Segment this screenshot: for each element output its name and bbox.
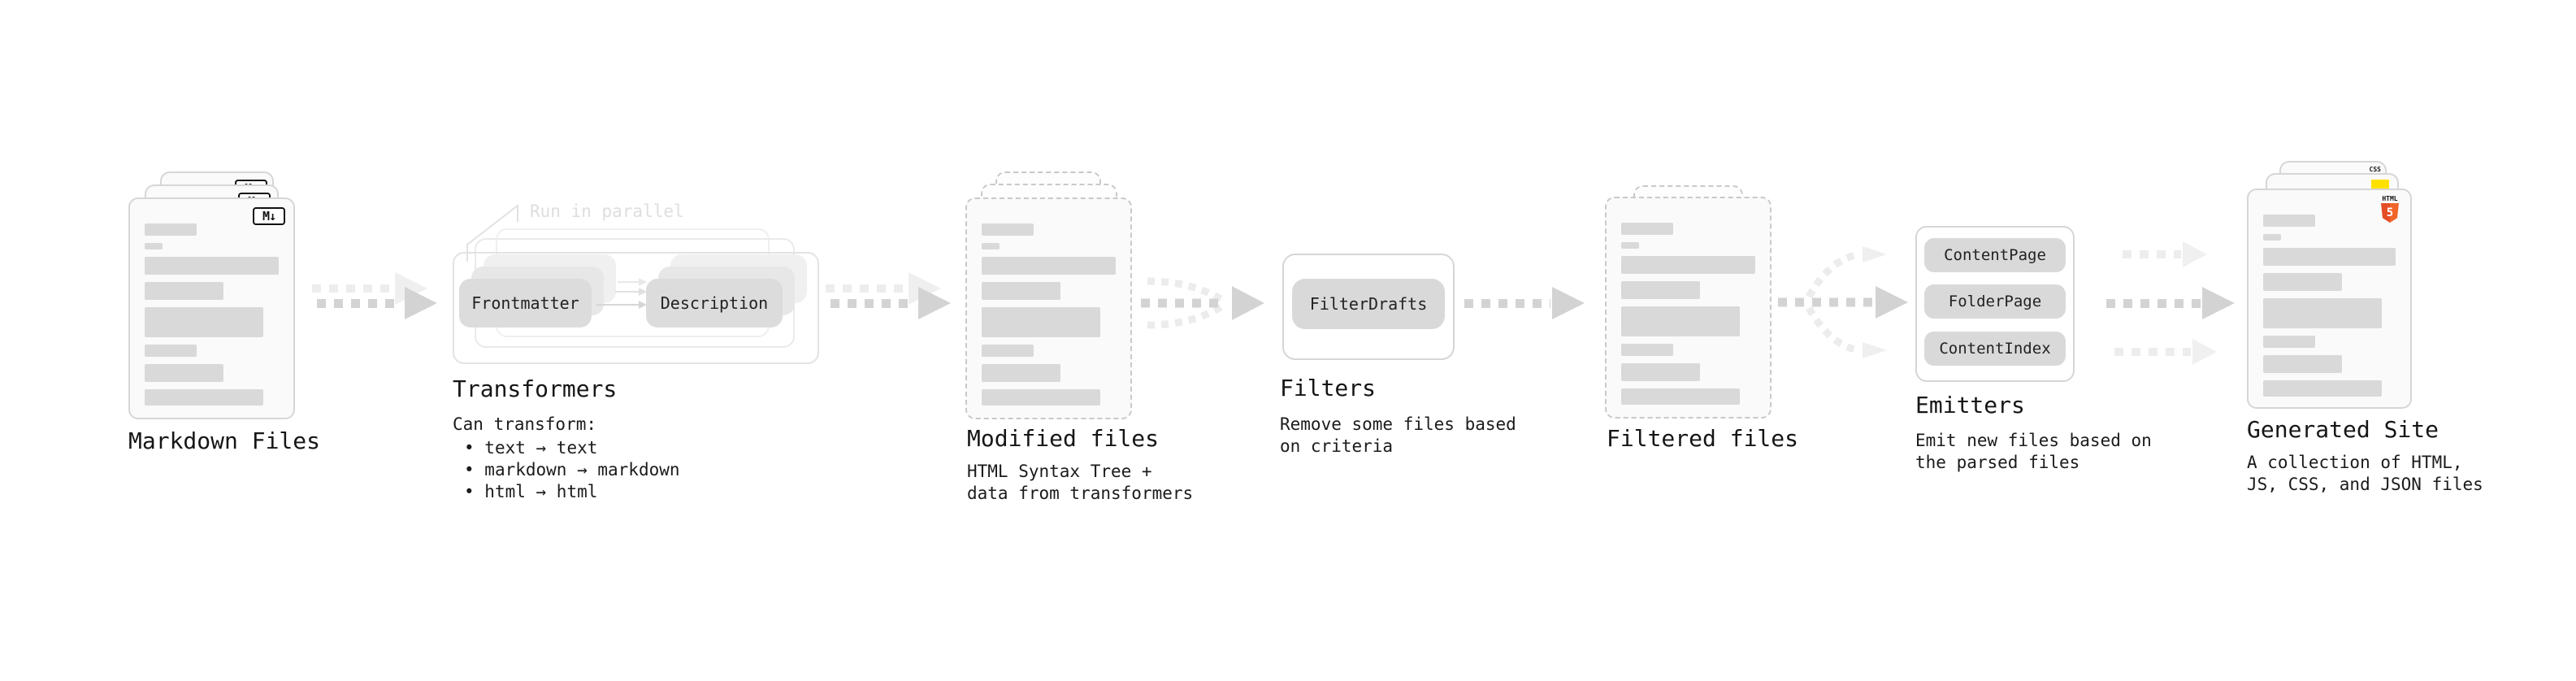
html5-icon-word: HTML xyxy=(2382,195,2398,202)
contentindex-pill: ContentIndex xyxy=(1924,332,2066,366)
doc-bar xyxy=(145,257,279,275)
html5-icon: HTML 5 xyxy=(2381,195,2399,223)
doc-bar xyxy=(982,389,1100,406)
css-icon-label: CSS xyxy=(2369,166,2381,173)
description-pill: Description xyxy=(646,279,783,327)
modified-desc-line1: HTML Syntax Tree + xyxy=(967,462,1152,481)
doc-content-bars xyxy=(2249,190,2410,421)
doc-content-bars xyxy=(130,199,293,430)
doc-bar xyxy=(145,243,163,249)
doc-bar xyxy=(2263,380,2382,397)
filters-description: Remove some files based on criteria xyxy=(1280,414,1516,458)
bullet-text-to-text: text → text xyxy=(453,437,680,459)
doc-bar xyxy=(982,307,1100,337)
doc-bar xyxy=(1621,388,1740,405)
doc-bar xyxy=(1621,242,1639,249)
folderpage-pill: FolderPage xyxy=(1924,284,2066,319)
description-pill-label: Description xyxy=(660,293,769,313)
transformer-pill-arrows xyxy=(596,278,647,309)
doc-bar xyxy=(982,345,1034,357)
doc-bar xyxy=(145,364,223,382)
doc-bar xyxy=(982,282,1060,300)
doc-bar xyxy=(1621,281,1700,299)
doc-bar xyxy=(2263,355,2342,373)
transformers-description: Can transform: text → text markdown → ma… xyxy=(453,414,680,503)
js-icon xyxy=(2371,180,2389,189)
filters-desc-line2: on criteria xyxy=(1280,436,1394,456)
emitters-desc-line1: Emit new files based on xyxy=(1915,431,2152,450)
filtered-files-caption: Filtered files xyxy=(1607,425,1799,452)
arrow-modified-to-filters xyxy=(1141,277,1264,329)
doc-bar xyxy=(1621,306,1740,336)
contentpage-pill-label: ContentPage xyxy=(1944,246,2046,264)
frontmatter-pill-label: Frontmatter xyxy=(471,293,579,313)
doc-bar xyxy=(1621,256,1755,274)
emitters-caption: Emitters xyxy=(1915,392,2025,419)
doc-content-bars xyxy=(967,199,1130,430)
bullet-markdown-to-markdown: markdown → markdown xyxy=(453,459,679,481)
doc-bar xyxy=(2263,234,2281,241)
doc-bar xyxy=(1621,223,1673,235)
generated-desc-line1: A collection of HTML, xyxy=(2247,453,2463,472)
markdown-files-caption: Markdown Files xyxy=(128,427,321,454)
filters-caption: Filters xyxy=(1280,375,1377,401)
emitters-desc-line2: the parsed files xyxy=(1915,453,2080,472)
filters-desc-line1: Remove some files based xyxy=(1280,414,1516,434)
arrow-filtered-to-emitters xyxy=(1778,246,1908,358)
run-in-parallel-label: Run in parallel xyxy=(530,202,684,221)
doc-bar xyxy=(145,307,263,337)
doc-bar xyxy=(982,243,1000,249)
doc-bar xyxy=(982,364,1060,382)
contentindex-pill-label: ContentIndex xyxy=(1939,340,2051,358)
contentpage-pill: ContentPage xyxy=(1924,238,2066,272)
doc-bar xyxy=(145,282,223,300)
doc-bar xyxy=(2263,336,2315,348)
doc-bar xyxy=(2263,298,2382,328)
generated-desc-line2: JS, CSS, and JSON files xyxy=(2247,475,2483,494)
generated-site-description: A collection of HTML, JS, CSS, and JSON … xyxy=(2247,452,2483,496)
emitters-description: Emit new files based on the parsed files xyxy=(1915,430,2152,474)
css-icon: CSS xyxy=(2370,167,2381,173)
filterdrafts-pill-label: FilterDrafts xyxy=(1309,294,1428,314)
doc-content-bars xyxy=(1607,198,1770,429)
doc-bar xyxy=(145,389,263,406)
modified-doc-front xyxy=(965,197,1132,419)
folderpage-pill-label: FolderPage xyxy=(1948,293,2042,310)
doc-bar xyxy=(145,345,197,357)
filtered-doc-front xyxy=(1605,197,1772,419)
doc-bar xyxy=(1621,344,1673,356)
generated-site-caption: Generated Site xyxy=(2247,416,2439,443)
doc-bar xyxy=(1621,363,1700,381)
bullet-html-to-html: html → html xyxy=(453,481,680,503)
filterdrafts-pill: FilterDrafts xyxy=(1292,279,1445,329)
generated-doc-html: HTML 5 xyxy=(2247,189,2412,409)
doc-bar xyxy=(2263,273,2342,291)
doc-bar xyxy=(982,257,1116,275)
transformers-caption: Transformers xyxy=(453,375,618,402)
modified-files-caption: Modified files xyxy=(967,425,1160,452)
markdown-doc-front: M↓ xyxy=(128,197,295,419)
markdown-icon-label: M↓ xyxy=(262,209,276,223)
html5-icon-five: 5 xyxy=(2386,206,2394,219)
frontmatter-pill: Frontmatter xyxy=(459,279,592,327)
markdown-icon: M↓ xyxy=(253,207,285,225)
modified-files-description: HTML Syntax Tree + data from transformer… xyxy=(967,461,1193,505)
doc-bar xyxy=(145,223,197,236)
doc-bar xyxy=(2263,248,2396,266)
doc-bar xyxy=(982,223,1034,236)
modified-desc-line2: data from transformers xyxy=(967,484,1194,503)
transform-bullet-list: text → text markdown → markdown html → h… xyxy=(453,437,680,503)
can-transform-title: Can transform: xyxy=(453,414,597,434)
html5-icon-shield: 5 xyxy=(2381,203,2399,223)
doc-bar xyxy=(2263,215,2315,227)
transformer-card-front xyxy=(453,252,819,364)
